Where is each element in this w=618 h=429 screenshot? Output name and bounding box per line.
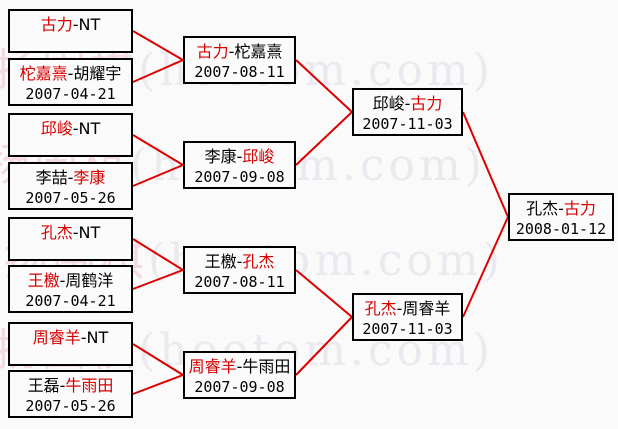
match-players: 邱峻-NT: [10, 118, 131, 139]
bracket-line: [132, 374, 184, 395]
match-date: 2007-04-21: [25, 292, 116, 310]
match-date: 2007-09-08: [194, 378, 285, 396]
match-box-round-1-7: 周睿羊-NT: [8, 322, 133, 366]
match-players: 王檄-孔杰: [185, 251, 294, 272]
match-date: 2007-09-08: [194, 168, 285, 186]
player-name: 王檄-: [204, 252, 243, 271]
player-name: -牛雨田: [236, 357, 291, 376]
player-name-winner: 邱峻: [242, 147, 275, 166]
player-name-winner: 古力: [410, 94, 443, 113]
match-players: 孔杰-NT: [10, 222, 131, 243]
match-date: 2007-11-03: [362, 115, 453, 133]
match-box-round-1-3: 邱峻-NT: [8, 113, 133, 157]
bracket-line: [295, 269, 353, 318]
match-players: 古力-NT: [10, 14, 131, 35]
match-players: 古力-柁嘉熹: [185, 41, 294, 62]
match-date: 2007-08-11: [194, 63, 285, 81]
bracket-line: [132, 59, 184, 83]
player-name: 邱峻-: [372, 94, 411, 113]
player-name-winner: 牛雨田: [65, 376, 114, 395]
player-name-winner: 周睿羊: [32, 328, 81, 347]
player-name: 李喆-: [35, 168, 74, 187]
match-players: 王磊-牛雨田: [10, 375, 131, 396]
bracket-line: [295, 111, 353, 166]
bracket-line: [132, 343, 184, 376]
match-players: 王檄-周鹤洋: [10, 270, 131, 291]
bracket-line: [132, 269, 184, 290]
player-name-winner: 邱峻: [40, 119, 73, 138]
bracket-line: [132, 164, 184, 187]
player-name-winner: 周睿羊: [188, 357, 237, 376]
match-date: 2007-08-11: [194, 273, 285, 291]
player-name: -周睿羊: [396, 299, 451, 318]
match-date: 2008-01-12: [515, 220, 607, 238]
bracket-line: [462, 216, 509, 318]
player-name: 王磊-: [27, 376, 66, 395]
player-name: 李康-: [204, 147, 243, 166]
player-name: -柁嘉熹: [228, 42, 283, 61]
player-name-winner: 古力: [563, 199, 596, 218]
match-box-round-1-5: 孔杰-NT: [8, 217, 133, 261]
player-name: -NT: [72, 15, 101, 34]
player-name: 孔杰-: [526, 199, 564, 218]
bracket-line: [462, 111, 509, 218]
match-date: 2007-05-26: [25, 189, 116, 207]
bracket-line: [295, 316, 353, 376]
player-name-winner: 王檄: [27, 271, 60, 290]
bracket-line: [295, 59, 353, 113]
player-name-winner: 孔杰: [242, 252, 275, 271]
player-name-winner: 柁嘉熹: [19, 64, 68, 83]
match-date: 2007-04-21: [25, 85, 116, 103]
player-name-winner: 李康: [73, 168, 106, 187]
match-players: 周睿羊-NT: [10, 327, 131, 348]
match-date: 2007-11-03: [362, 320, 453, 338]
match-players: 李喆-李康: [10, 167, 131, 188]
match-players: 李康-邱峻: [185, 146, 294, 167]
player-name: -NT: [80, 328, 109, 347]
player-name: -NT: [72, 223, 101, 242]
bracket-line: [132, 30, 184, 61]
match-players: 周睿羊-牛雨田: [185, 356, 294, 377]
player-name-winner: 古力: [40, 15, 73, 34]
match-players: 邱峻-古力: [354, 93, 461, 114]
match-box-round-1-1: 古力-NT: [8, 9, 133, 53]
match-players: 孔杰-古力: [510, 198, 612, 219]
player-name: -NT: [72, 119, 101, 138]
bracket-line: [132, 134, 184, 166]
match-players: 柁嘉熹-胡耀宇: [10, 63, 131, 84]
player-name-winner: 古力: [196, 42, 229, 61]
bracket-line: [132, 238, 184, 271]
player-name-winner: 孔杰: [40, 223, 73, 242]
player-name: -胡耀宇: [67, 64, 122, 83]
player-name: -周鹤洋: [59, 271, 114, 290]
match-date: 2007-05-26: [25, 397, 116, 415]
player-name-winner: 孔杰: [364, 299, 397, 318]
match-players: 孔杰-周睿羊: [354, 298, 461, 319]
